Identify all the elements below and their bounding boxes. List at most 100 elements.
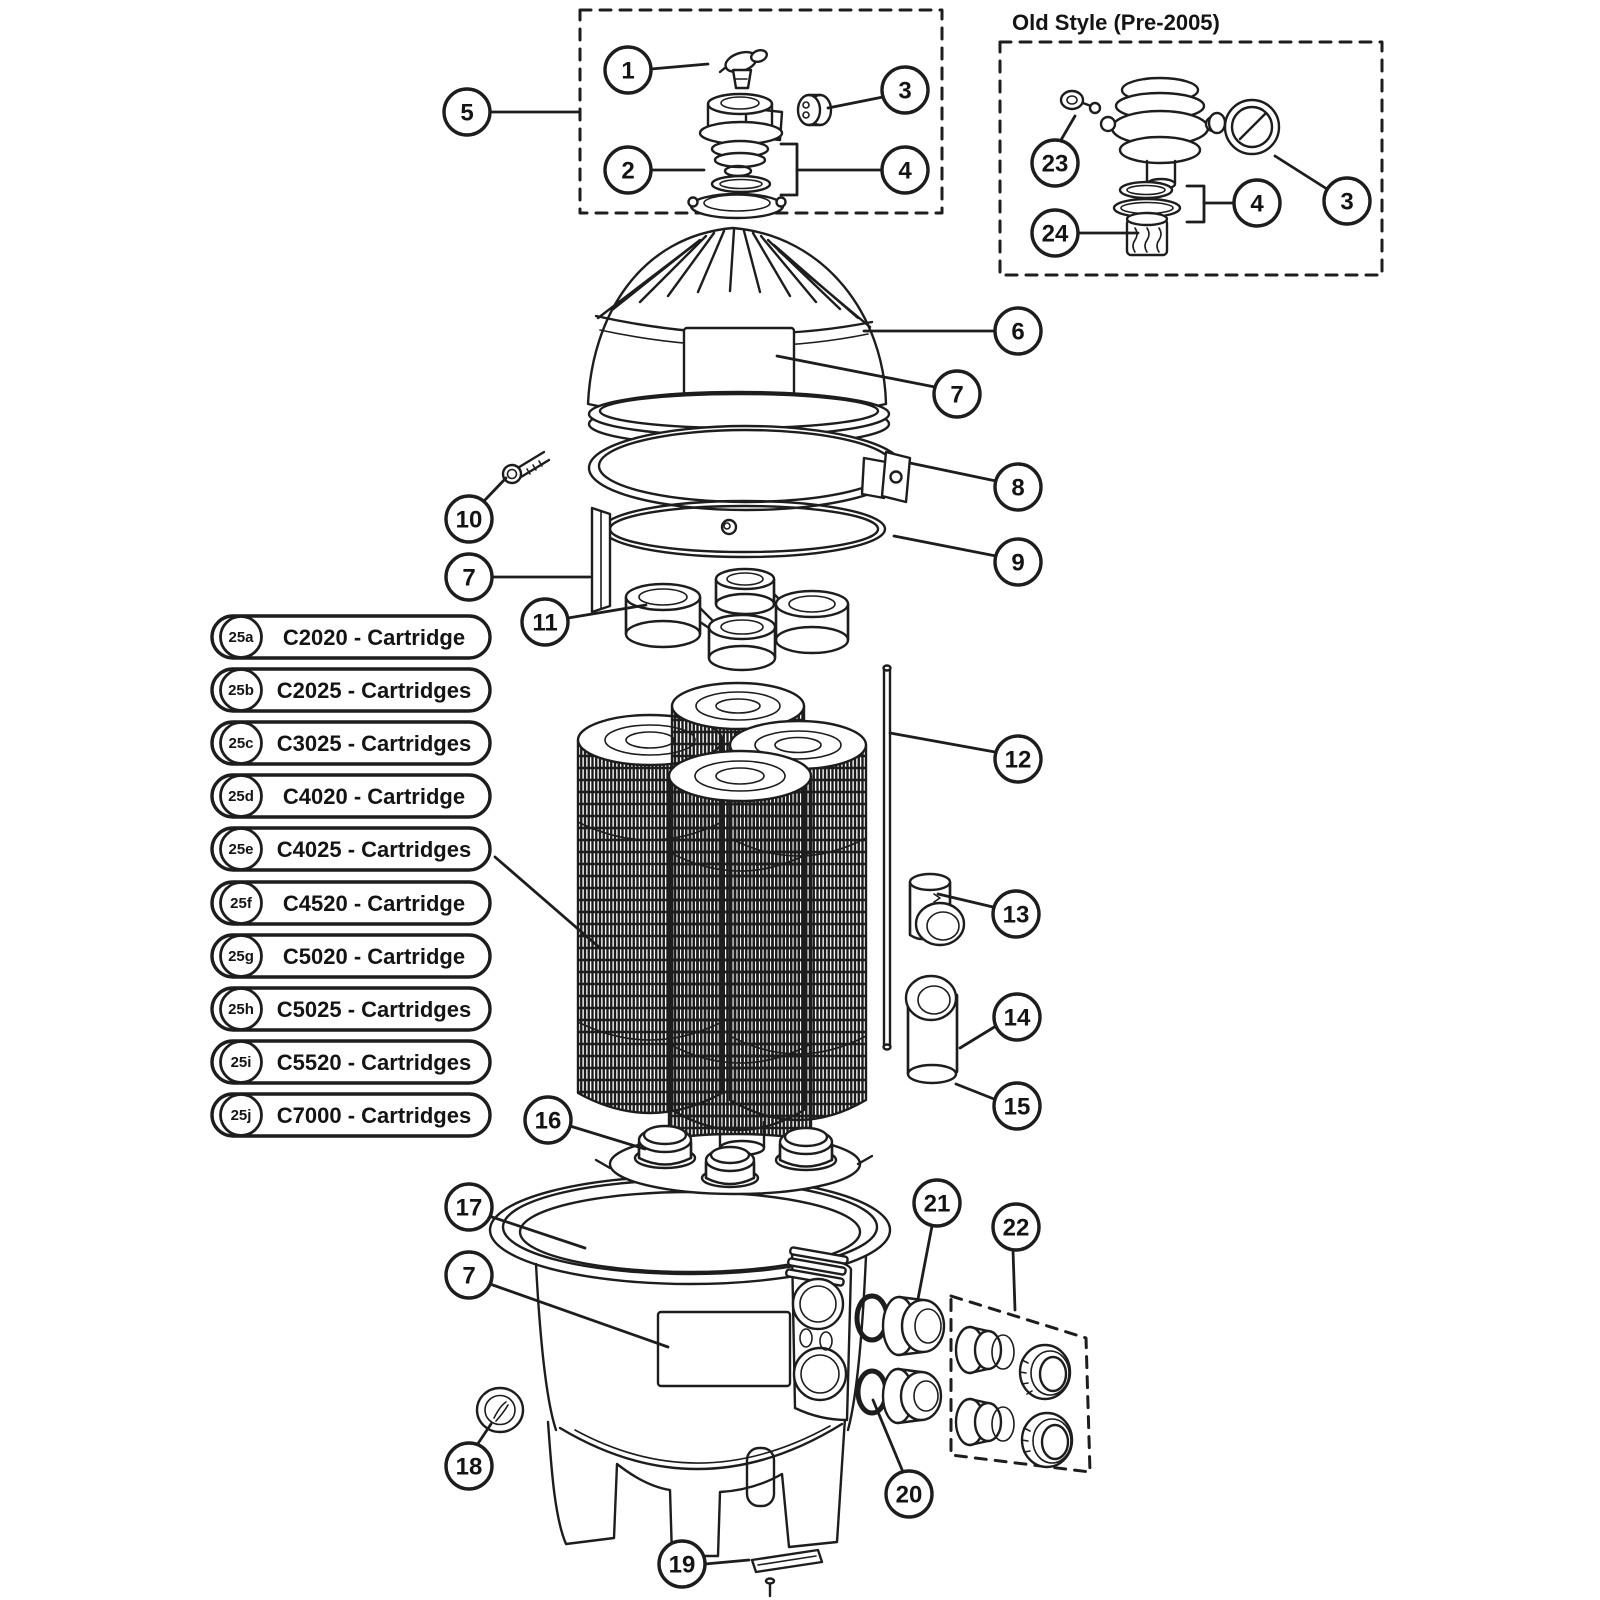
svg-text:10: 10 (456, 507, 483, 534)
tank-side-right (846, 1254, 868, 1432)
mounting-bracket (750, 1548, 824, 1598)
callout-21: 21 (912, 1178, 962, 1301)
option-badge: 25a (228, 629, 254, 646)
callout-17: 17 (444, 1182, 587, 1250)
option-badge: 25b (228, 682, 254, 699)
outlet-manifold (594, 1120, 874, 1196)
spider-cup-top (714, 567, 776, 616)
tank-label-plate (656, 1310, 792, 1388)
callout-18: 18 (444, 1422, 494, 1491)
svg-text:7: 7 (950, 382, 963, 409)
callout-10: 10 (444, 476, 508, 544)
svg-text:17: 17 (456, 1195, 483, 1222)
svg-text:9: 9 (1011, 550, 1024, 577)
callout-6: 6 (862, 306, 1043, 356)
old-style-title: Old Style (Pre-2005) (1012, 10, 1220, 35)
svg-text:5: 5 (460, 100, 473, 127)
svg-text:4: 4 (898, 158, 912, 185)
tank-base-legs (546, 1416, 847, 1558)
manifold-port-left (633, 1124, 697, 1170)
callout-16: 16 (523, 1095, 647, 1151)
svg-text:2: 2 (621, 158, 634, 185)
cartridge-options-list: 25a C2020 - Cartridge 25b C2025 - Cartri… (210, 614, 602, 1138)
option-label: C2020 - Cartridge (283, 625, 465, 650)
callout-20: 20 (871, 1398, 934, 1519)
svg-text:13: 13 (1003, 902, 1030, 929)
bulkhead-fitting-upper (881, 1295, 946, 1357)
old-pressure-gauge (1207, 98, 1281, 156)
callout-23: 23 (1030, 114, 1080, 188)
callout-3-old: 3 (1273, 154, 1372, 226)
cartridge-option-25c: 25c C3025 - Cartridges (210, 720, 492, 766)
bulkhead-fitting-lower (881, 1367, 943, 1425)
spider-cup-right (774, 589, 850, 655)
union-kit-box-border (949, 1294, 1092, 1474)
filter-tank-body (534, 1246, 868, 1558)
air-bleed-tube (882, 664, 892, 1051)
spider-cup-bottom (707, 613, 777, 672)
svg-text:3: 3 (1340, 189, 1353, 216)
callouts: 1 2 3 4 5 6 7 (442, 45, 1372, 1589)
callout-19: 19 (657, 1539, 751, 1589)
svg-text:7: 7 (462, 1263, 475, 1290)
callout-7-band: 7 (444, 552, 592, 602)
svg-text:6: 6 (1011, 319, 1024, 346)
svg-text:7: 7 (462, 565, 475, 592)
svg-text:24: 24 (1042, 221, 1069, 248)
cartridge-bundle (576, 681, 868, 1150)
valve-assembly-box (578, 8, 944, 215)
vent-plug (796, 93, 833, 127)
callout-1: 1 (603, 45, 710, 95)
warning-label-band (590, 506, 612, 614)
callout-22: 22 (991, 1202, 1041, 1312)
callout-3: 3 (826, 65, 930, 115)
svg-text:22: 22 (1003, 1215, 1030, 1242)
tank-port-boss (785, 1246, 853, 1422)
tank-bowl-outer (558, 1422, 844, 1471)
tank-bowl-inner (574, 1425, 831, 1464)
callout-7-tank: 7 (444, 1250, 670, 1349)
callout-12: 12 (888, 731, 1043, 784)
union-kit-box (949, 1294, 1092, 1474)
svg-text:23: 23 (1042, 151, 1069, 178)
air-relief-valve (718, 49, 768, 90)
elbow-fitting (904, 974, 959, 1085)
lid-dome-ribs (596, 228, 872, 329)
tee-fitting (908, 872, 966, 947)
callout-14: 14 (958, 992, 1042, 1050)
option-label: C5025 - Cartridges (277, 997, 471, 1022)
drain-cap (475, 1386, 525, 1434)
clamp-bolt (501, 450, 551, 485)
callout-9: 9 (892, 534, 1043, 587)
cartridge-option-25a: 25a C2020 - Cartridge (210, 614, 492, 660)
callout-4: 4 (779, 142, 930, 197)
option-label: C5520 - Cartridges (277, 1050, 471, 1075)
option-label: C2025 - Cartridges (277, 678, 471, 703)
svg-text:11: 11 (532, 610, 557, 637)
option-label: C5020 - Cartridge (283, 944, 465, 969)
clamp-band (587, 424, 912, 512)
cartridge-option-25e: 25e C4025 - Cartridges (210, 826, 492, 872)
tank-side-left (534, 1262, 558, 1432)
option-badge: 25h (228, 1001, 254, 1018)
option-badge: 25j (231, 1107, 252, 1124)
callout-11: 11 (520, 597, 648, 647)
top-manifold-spider (624, 567, 850, 672)
svg-text:20: 20 (896, 1482, 923, 1509)
option-badge: 25g (228, 948, 254, 965)
old-vent-valve (1099, 76, 1222, 191)
svg-text:3: 3 (898, 78, 911, 105)
cartridge-list-leader-line (493, 855, 602, 950)
cartridge-front (667, 749, 813, 1150)
manifold-port-right (774, 1126, 838, 1172)
old-style-box: Old Style (Pre-2005) (998, 10, 1384, 277)
option-badge: 25c (228, 735, 253, 752)
bulkhead-oring-lower (855, 1368, 889, 1416)
old-style-box-border (998, 40, 1384, 277)
callout-2: 2 (603, 145, 706, 195)
option-badge: 25f (230, 895, 253, 912)
old-air-relief-fitting (1059, 89, 1102, 115)
callout-7-lid: 7 (775, 354, 982, 419)
